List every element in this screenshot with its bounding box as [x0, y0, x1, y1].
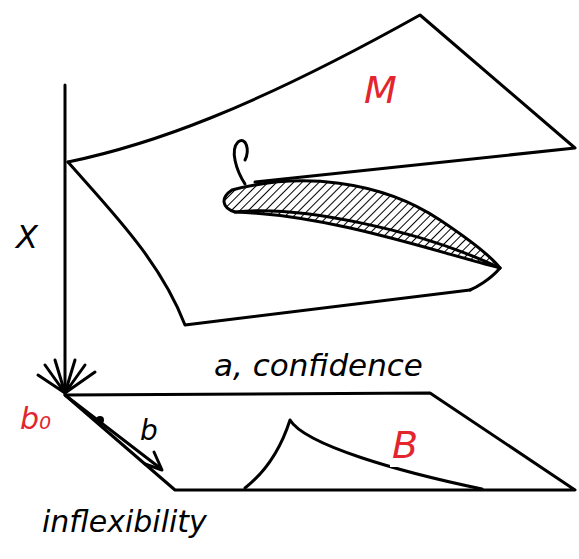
b-arrow-head [145, 452, 162, 470]
arrow-head [38, 360, 95, 393]
map-label: X [14, 220, 40, 255]
surface-label: M [362, 70, 399, 112]
axis-label: inflexibility [40, 505, 209, 538]
shaded-fold [224, 181, 500, 268]
plane-label: B [390, 425, 420, 467]
fold-lower-edge [235, 211, 500, 268]
axis-letter: b [138, 416, 160, 447]
sheet-edge [470, 268, 500, 290]
surface-top-edge [68, 15, 575, 182]
point-label: b₀ [18, 402, 53, 435]
b-axis [65, 395, 160, 468]
axis-label: a, confidence [212, 348, 425, 382]
point-b0 [96, 416, 104, 424]
cusp-curve [245, 420, 482, 489]
control-plane [65, 393, 575, 490]
projection-arrow [64, 85, 67, 393]
fold-loop [234, 141, 247, 184]
